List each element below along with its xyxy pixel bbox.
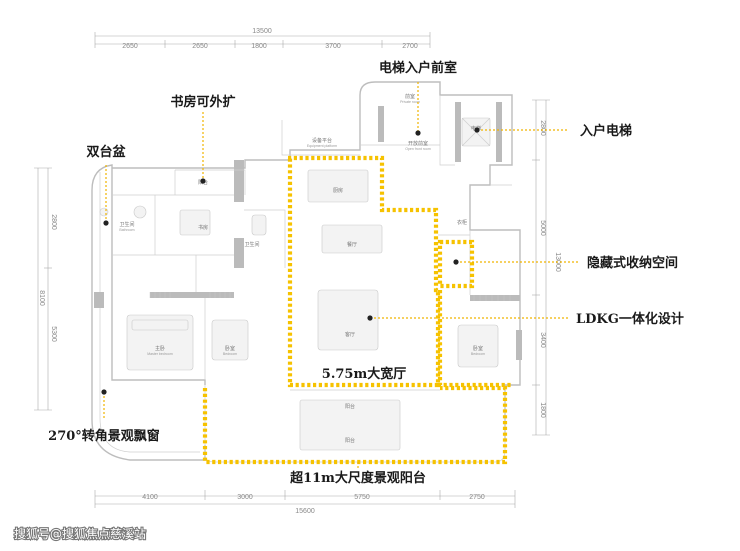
room-entry-hall: 开放前室 (408, 140, 428, 147)
room-bedroom-b: 卧室 (473, 345, 483, 352)
callout-big-balcony: 超11m大尺度景观阳台 (290, 470, 426, 486)
ldkg-zone (287, 155, 441, 388)
room-equipment: 设备平台 (312, 137, 332, 144)
dim-bottom-total: 15600 (295, 508, 315, 515)
room-master-en: Master bedroom (147, 352, 173, 356)
room-front-room: 前室 (405, 93, 415, 100)
room-bedroom-b-en: Bedroom (471, 352, 485, 356)
callout-elevator-hall: 电梯入户前室 (379, 60, 457, 76)
callout-study-outward: 书房可外扩 (170, 94, 235, 110)
bedroom-b-zone (437, 290, 512, 388)
dim-bottom-1: 4100 (142, 494, 158, 501)
dim-left-total: 8100 (38, 290, 45, 306)
dim-top-4: 3700 (325, 43, 341, 50)
callout-private-elevator: 入户电梯 (580, 123, 632, 139)
room-balcony-big: 阳台 (345, 437, 355, 444)
furniture (99, 117, 499, 451)
dim-top-5: 2700 (402, 43, 418, 50)
dim-bottom-4: 2750 (469, 494, 485, 501)
callout-double-basin: 双台盆 (86, 144, 126, 160)
leaders (101, 82, 580, 468)
room-front-room-en: Private room (400, 100, 420, 104)
watermark-text: 搜狐号@搜狐焦点慈溪站 (14, 526, 146, 541)
dim-top-2: 2650 (192, 43, 208, 50)
highlight-zones (202, 155, 512, 465)
dim-bottom-2: 3000 (237, 494, 253, 501)
room-study: 书房 (198, 224, 208, 231)
balcony-zone (202, 385, 508, 465)
dim-left-2: 5300 (50, 326, 57, 342)
dim-right-1: 2800 (539, 120, 546, 136)
room-dining: 餐厅 (347, 241, 357, 248)
room-bath-mid: 卫生间 (244, 241, 259, 248)
callout-ldkg: LDKG一体化设计 (576, 311, 684, 327)
right-dimensions: 2800 5000 3400 1800 13000 (532, 99, 561, 436)
callouts: 电梯入户前室 书房可外扩 双台盆 入户电梯 隐藏式收纳空间 LDKG一体化设计 … (48, 60, 684, 486)
room-storage: 衣柜 (457, 219, 467, 226)
callout-living-width: 5.75m大宽厅 (322, 366, 406, 382)
room-bedroom-a-en: Bedroom (223, 352, 237, 356)
left-dimensions: 8100 2800 5300 (34, 167, 57, 411)
watermark: 搜狐号@搜狐焦点慈溪站 (13, 525, 147, 542)
room-master: 主卧 (155, 345, 165, 352)
bottom-dimensions: 4100 3000 5750 2750 15600 (94, 490, 516, 515)
dim-right-3: 3400 (539, 332, 546, 348)
dim-right-4: 1800 (539, 402, 546, 418)
room-living: 客厅 (345, 331, 355, 338)
hidden-storage-zone (437, 239, 475, 289)
room-bath-left-en: Bathroom (119, 228, 134, 232)
dim-right-2: 5000 (539, 220, 546, 236)
dim-left-1: 2800 (50, 214, 57, 230)
room-balcony: 阳台 (345, 403, 355, 410)
walls (91, 81, 522, 463)
dim-bottom-3: 5750 (354, 494, 370, 501)
dim-top-1: 2650 (122, 43, 138, 50)
room-bedroom-a: 卧室 (225, 345, 235, 352)
room-entry-hall-en: Open front room (405, 147, 431, 151)
room-equipment-en: Equipment platform (307, 144, 337, 148)
room-labels: 前室 Private room 开放前室 Open front room 设备平… (119, 93, 485, 444)
room-kitchen: 厨房 (333, 187, 343, 194)
room-bath-left: 卫生间 (119, 221, 134, 228)
callout-hidden-storage: 隐藏式收纳空间 (587, 255, 678, 271)
callout-bay-window: 270°转角景观飘窗 (48, 428, 160, 444)
dim-top-3: 1800 (251, 43, 267, 50)
top-dimensions: 13500 2650 2650 1800 3700 2700 (94, 28, 431, 50)
dim-top-total: 13500 (252, 28, 272, 35)
